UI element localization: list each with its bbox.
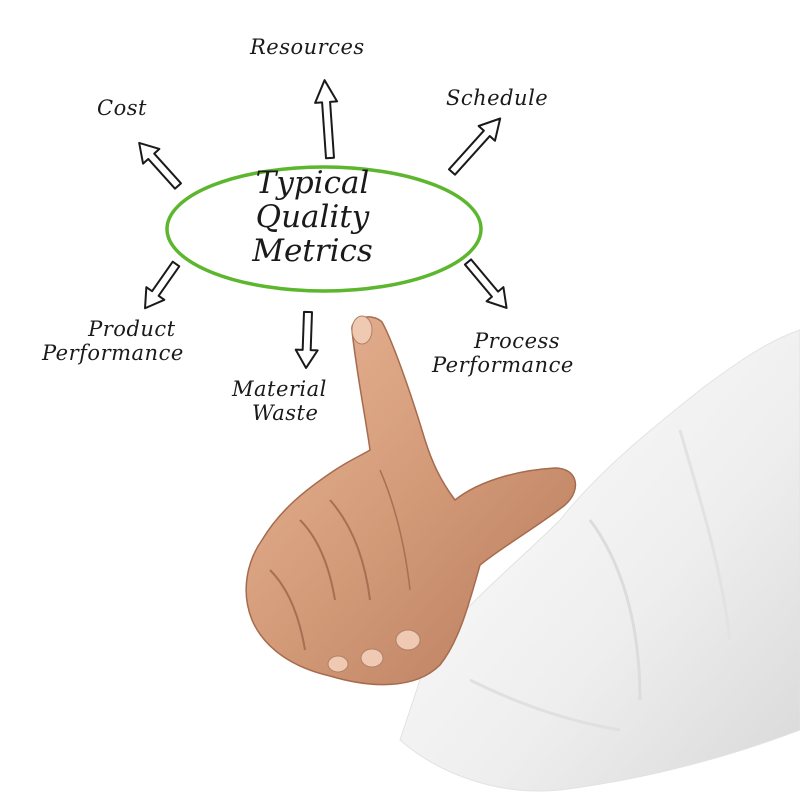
label-process-performance-line-1: Process: [474, 329, 561, 353]
label-schedule: Schedule: [446, 86, 549, 110]
arrow-to-resources: [314, 79, 339, 160]
label-resources: Resources: [250, 35, 365, 59]
label-product-performance-line-1: Product: [88, 317, 176, 341]
center-title-line-1: Typical: [255, 165, 370, 201]
arrow-to-product-performance: [144, 260, 181, 310]
center-ellipse: [165, 165, 483, 293]
label-material-waste: Material Waste: [232, 377, 327, 425]
label-product-performance-line-2: Performance: [42, 340, 184, 365]
arrow-to-process-performance: [463, 258, 508, 309]
label-material-waste-line-1: Material: [232, 377, 327, 401]
center-title-line-2: Quality: [255, 199, 370, 235]
arrow-to-cost: [138, 141, 182, 190]
label-cost: Cost: [97, 96, 147, 120]
center-title: Typical Quality Metrics: [205, 166, 420, 268]
hand: [245, 316, 577, 686]
arrow-to-schedule: [448, 117, 502, 176]
center-title-line-3: Metrics: [252, 233, 373, 269]
arrow-to-material-waste: [294, 310, 319, 369]
label-product-performance: Product Performance: [42, 317, 184, 365]
label-material-waste-line-2: Waste: [252, 400, 319, 425]
label-process-performance: Process Performance: [432, 329, 574, 377]
label-process-performance-line-2: Performance: [432, 352, 574, 377]
